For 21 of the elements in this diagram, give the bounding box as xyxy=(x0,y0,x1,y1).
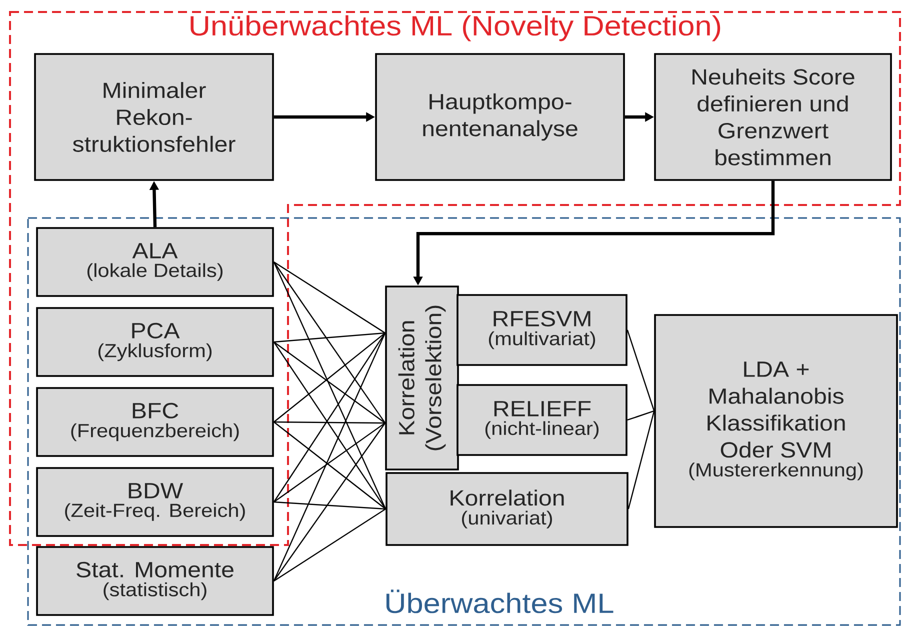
connector-line xyxy=(626,330,655,412)
method-box: RFESVM (multivariat) xyxy=(456,294,628,366)
connector-line xyxy=(274,421,386,424)
connector-line xyxy=(273,332,386,582)
process-box: Hauptkompo- nentenanalyse xyxy=(375,53,625,181)
connector-line xyxy=(628,410,655,510)
connector-line xyxy=(274,508,386,582)
connector-line xyxy=(273,262,386,424)
method-box: Korrelation (univariat) xyxy=(386,472,628,546)
classifier-box: LDA + Mahalanobis Klassifikation Oder SVM (Mustererkennung) xyxy=(654,314,898,528)
connector-line xyxy=(274,261,386,334)
process-box: Minimaler Rekon- struktionsfehler xyxy=(34,53,274,181)
connector-line xyxy=(273,422,386,582)
selection-box: Korrelation (Vorselektion) xyxy=(385,286,459,470)
method-box: RELIEFF (nicht-linear) xyxy=(456,384,628,456)
process-box: Neuheits Score definieren und Grenzwert bestimmen xyxy=(654,53,892,181)
connector-line xyxy=(274,332,386,343)
feature-box: Stat. Momente (statistisch) xyxy=(36,546,274,616)
connector-line xyxy=(274,501,386,510)
connector-line xyxy=(273,262,386,510)
connector-line xyxy=(627,410,654,421)
